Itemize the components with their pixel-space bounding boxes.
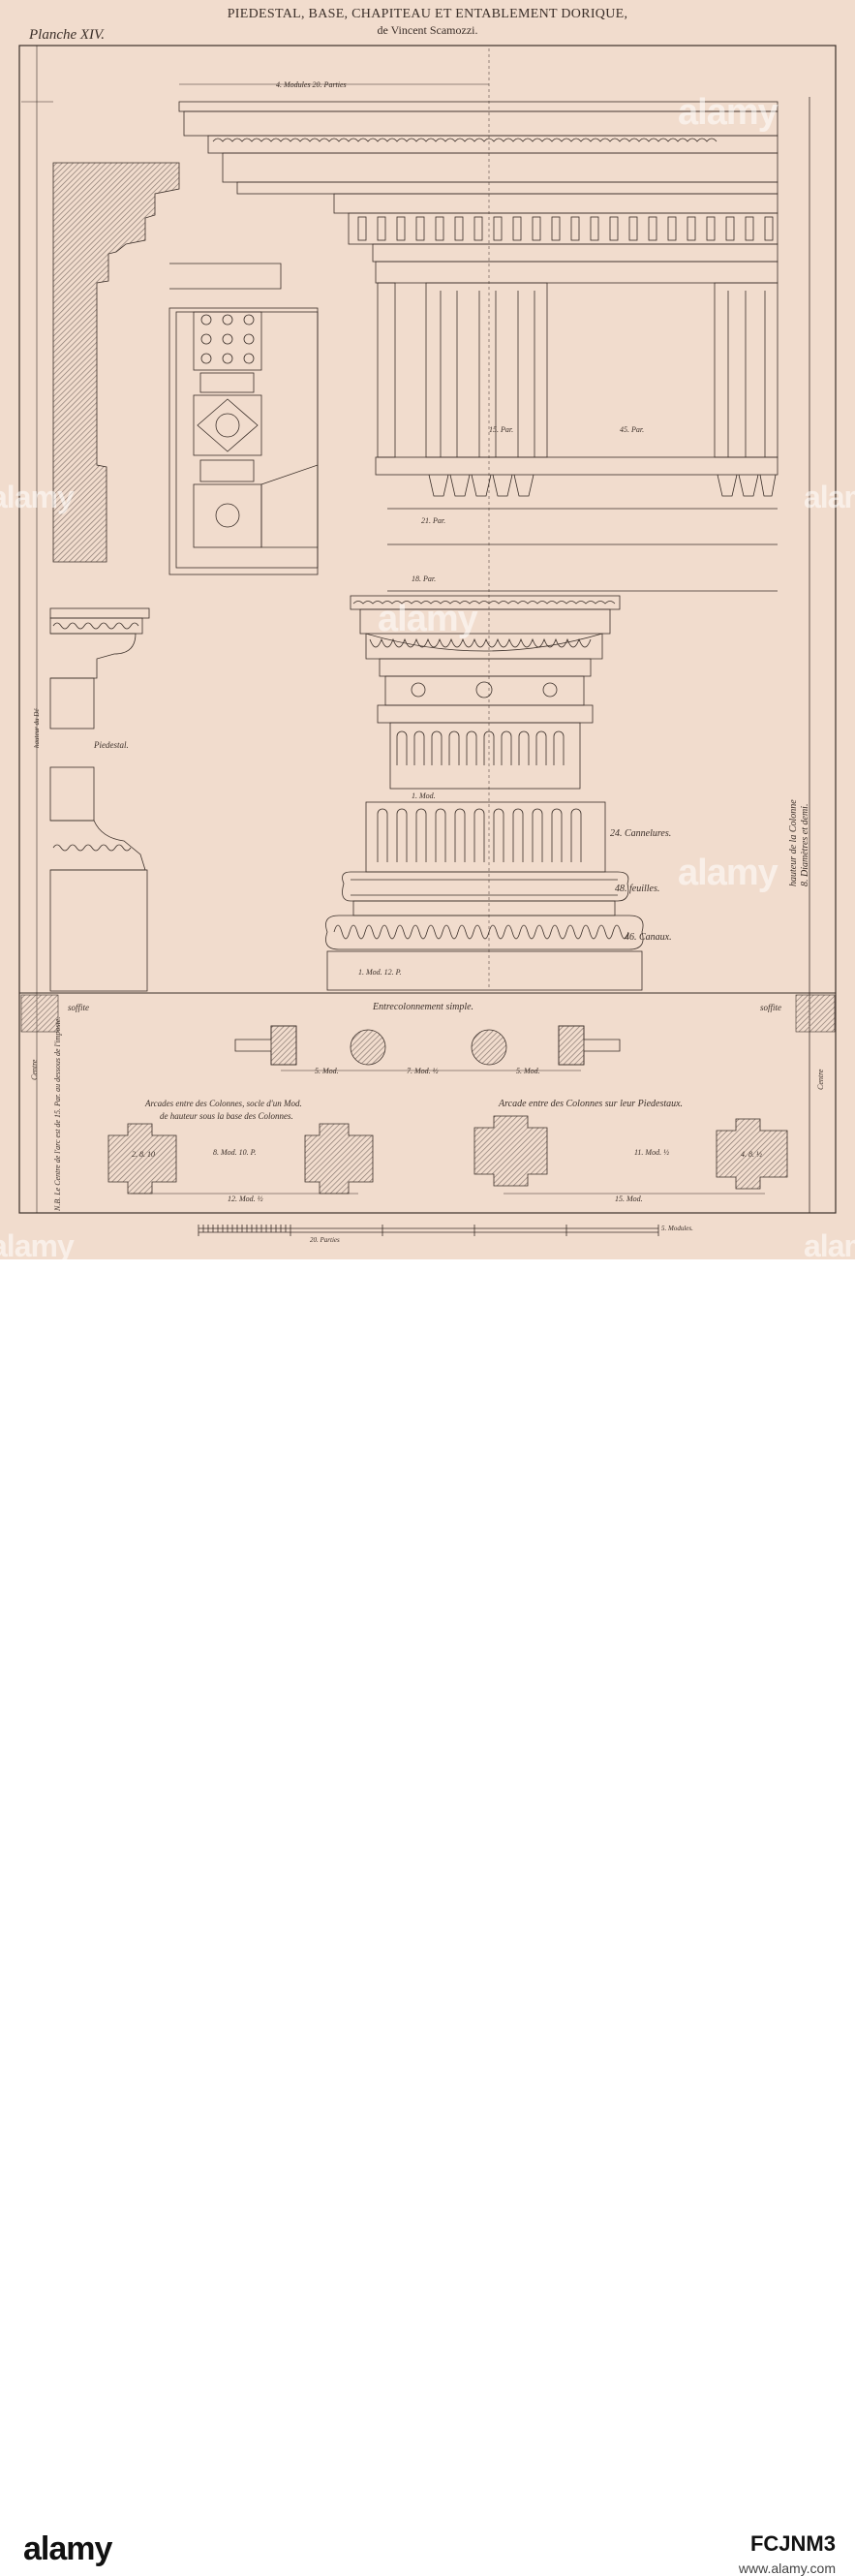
- arcade-right-label: Arcade entre des Colonnes sur leur Piede…: [498, 1099, 683, 1109]
- alamy-logo: alamy: [23, 2530, 112, 2567]
- scale-parts-label: 20. Parties: [310, 1236, 340, 1244]
- plate-subtitle: de Vincent Scamozzi.: [377, 23, 478, 37]
- dim-12-mod: 12. Mod. ½: [228, 1195, 263, 1203]
- architectural-drawing: 4. Modules 20. Parties: [18, 45, 837, 1244]
- dim-7-mod: 7. Mod. ½: [407, 1067, 439, 1075]
- piedestal-label: Piedestal.: [93, 740, 129, 750]
- watermark-bottom-left: alamy: [0, 1228, 75, 1263]
- feuilles-label: 48. feuilles.: [615, 884, 659, 894]
- scale-modules-label: 5. Modules.: [661, 1225, 693, 1232]
- plate-title: PIEDESTAL, BASE, CHAPITEAU ET ENTABLEMEN…: [227, 7, 628, 21]
- dim-11-mod: 11. Mod. ½: [634, 1148, 669, 1157]
- soffite-right-label: soffite: [760, 1003, 781, 1012]
- dim-5-mod-left: 5. Mod.: [315, 1067, 339, 1075]
- centre-right-label: Centre: [816, 1069, 825, 1090]
- soffit-plan: [168, 263, 319, 575]
- soffite-block-right: [795, 994, 836, 1033]
- cannelures-label: 24. Cannelures.: [610, 828, 671, 839]
- arcades-left-line2: de hauteur sous la base des Colonnes.: [160, 1111, 293, 1121]
- watermark-left-edge: alamy: [0, 480, 75, 514]
- canaux-label: 46. Canaux.: [625, 932, 672, 943]
- soffite-block-left: [20, 994, 59, 1033]
- stock-footer: alamy FCJNM3 www.alamy.com: [0, 1259, 855, 2576]
- dim-15-par: 15. Par.: [489, 425, 513, 434]
- dim-21-par: 21. Par.: [421, 516, 445, 525]
- dim-45-par: 45. Par.: [620, 425, 644, 434]
- column-plans: [234, 1025, 621, 1071]
- pedestal-cornice: [49, 607, 150, 992]
- watermark-right-edge: alamy: [804, 480, 855, 514]
- watermark-bottom-right: alamy: [804, 1228, 855, 1263]
- watermark-right: alamy: [678, 853, 779, 893]
- centre-left-label: Centre: [30, 1059, 39, 1080]
- frame-border: [18, 45, 837, 1214]
- capital: [350, 595, 621, 790]
- dim-1-mod: 1. Mod.: [412, 791, 436, 800]
- soffite-left-label: soffite: [68, 1003, 89, 1012]
- plate-number: Planche XIV.: [29, 27, 106, 43]
- pier-plans: [107, 1115, 788, 1195]
- image-id-block: FCJNM3 www.alamy.com: [739, 2531, 836, 2576]
- right-vertical-text-2: 8. Diamètres et demi.: [800, 804, 810, 886]
- base-dim: 1. Mod. 12. P.: [358, 968, 402, 977]
- dim-5-mod-right: 5. Mod.: [516, 1067, 540, 1075]
- entablature: [178, 101, 779, 592]
- entrecolonnement-label: Entrecolonnement simple.: [372, 1002, 473, 1012]
- left-vertical-note: N.B. Le Centre de l'arc est de 15. Par. …: [53, 1017, 62, 1212]
- engraving-plate: PIEDESTAL, BASE, CHAPITEAU ET ENTABLEMEN…: [0, 0, 855, 1263]
- arcades-left-line1: Arcades entre des Colonnes, socle d'un M…: [144, 1099, 302, 1108]
- site-url: www.alamy.com: [738, 2560, 836, 2576]
- dim-15-mod: 15. Mod.: [615, 1195, 643, 1203]
- watermark-top: alamy: [678, 92, 779, 133]
- cornice-profile: [52, 162, 180, 563]
- hauteur-label: hauteur du Dé: [33, 708, 41, 748]
- top-dimension: 4. Modules 20. Parties: [276, 80, 347, 89]
- dim-8-mod: 8. Mod. 10. P.: [213, 1148, 257, 1157]
- watermark-center: alamy: [378, 599, 478, 639]
- right-vertical-text-1: hauteur de la Colonne: [788, 799, 799, 886]
- scale-bar: [198, 1225, 659, 1236]
- pier-right-dim: 4. 8. ½: [741, 1150, 762, 1159]
- image-id: FCJNM3: [749, 2531, 836, 2556]
- dim-18-par: 18. Par.: [412, 574, 436, 583]
- pier-left-dim: 2. 8. 10: [132, 1150, 155, 1159]
- column-base: [325, 801, 644, 991]
